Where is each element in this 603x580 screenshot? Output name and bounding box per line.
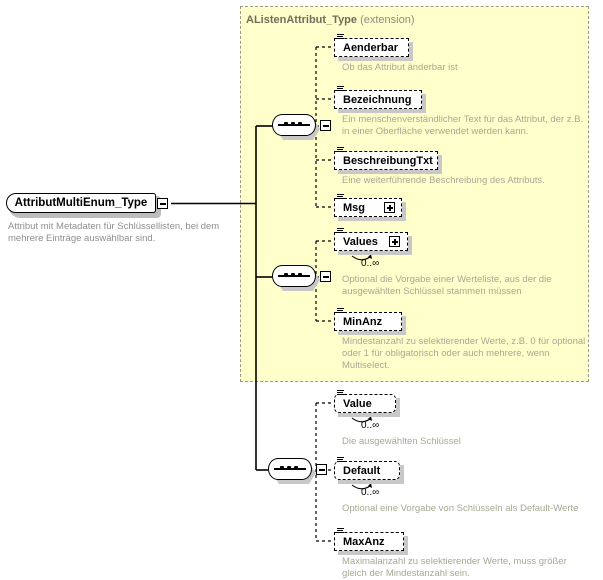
element-text-lines-icon [337, 308, 344, 315]
element-values-label: Values [343, 235, 378, 248]
element-minanz-body [334, 312, 402, 331]
element-maxanz-label: MaxAnz [343, 535, 385, 548]
sequence-compositor-1[interactable] [272, 114, 331, 140]
element-bezeichnung[interactable]: Bezeichnung [334, 86, 426, 113]
sequence-2-dot-3 [298, 272, 302, 277]
element-beschreibungtxt-body [334, 151, 438, 170]
element-text-lines-icon [337, 86, 344, 93]
extension-container [240, 6, 589, 382]
sequence-3-dot-3 [294, 465, 298, 470]
element-values-expand-toggle-plus-icon[interactable] [389, 236, 400, 247]
element-msg-label: Msg [343, 201, 365, 214]
extension-base-type-name: AListenAttribut_Type [246, 14, 358, 26]
element-minanz[interactable]: MinAnz [334, 308, 406, 335]
element-maxanz[interactable]: MaxAnz [334, 528, 408, 555]
element-minanz-label: MinAnz [343, 315, 383, 328]
element-msg[interactable]: Msg [334, 194, 406, 221]
sequence-2-collapse-toggle-minus-icon[interactable] [320, 271, 331, 282]
element-value-occurrence: 0..∞ [361, 420, 380, 431]
element-default-occurrence: 0..∞ [361, 487, 380, 498]
element-aenderbar-documentation: Ob das Attribut änderbar ist [342, 62, 458, 73]
root-element-label: AttributMultiEnum_Type [14, 197, 148, 209]
root-collapse-toggle-minus-icon[interactable] [157, 198, 168, 209]
element-value-documentation: Die ausgewählten Schlüssel [342, 436, 461, 447]
element-bezeichnung-documentation: Ein menschenverständlicher Text für das … [342, 114, 584, 137]
element-default-body [334, 461, 400, 480]
element-maxanz-documentation: Maximalanzahl zu selektierender Werte, m… [342, 556, 567, 579]
sequence-2-dot-2 [291, 272, 295, 277]
element-text-lines-icon [337, 147, 344, 154]
element-maxanz-body [334, 532, 404, 551]
element-values[interactable]: Values [334, 228, 412, 255]
element-aenderbar-body [334, 38, 409, 57]
root-element-attributmultienum-type[interactable]: AttributMultiEnum_Type [6, 193, 168, 218]
element-text-lines-icon [337, 528, 344, 535]
element-msg-expand-toggle-plus-icon[interactable] [384, 202, 395, 213]
sequence-2-dot-1 [284, 272, 288, 277]
element-bezeichnung-label: Bezeichnung [343, 93, 412, 106]
sequence-3-dot-1 [280, 465, 284, 470]
element-default[interactable]: Default [334, 457, 404, 484]
sequence-1-dot-1 [284, 121, 288, 126]
element-text-lines-icon [337, 390, 344, 397]
extension-base-type-label: AListenAttribut_Type (extension) [246, 14, 415, 26]
element-bezeichnung-body [334, 90, 422, 109]
root-element-body [6, 193, 156, 213]
element-value-label: Value [343, 397, 372, 410]
sequence-3-collapse-toggle-minus-icon[interactable] [316, 464, 327, 475]
element-value[interactable]: Value [334, 390, 400, 417]
element-beschreibungtxt-documentation: Eine weiterführende Beschreibung des Att… [342, 175, 545, 186]
element-default-documentation: Optional eine Vorgabe von Schlüsseln als… [342, 503, 579, 514]
extension-kind-label: (extension) [360, 14, 415, 26]
sequence-1-dot-3 [298, 121, 302, 126]
sequence-1-dot-2 [291, 121, 295, 126]
sequence-3-dot-2 [287, 465, 291, 470]
element-value-body [334, 394, 396, 413]
sequence-1-collapse-toggle-minus-icon[interactable] [320, 120, 331, 131]
sequence-compositor-2[interactable] [272, 265, 331, 291]
element-text-lines-icon [337, 194, 344, 201]
element-text-lines-icon [337, 457, 344, 464]
element-minanz-documentation: Mindestanzahl zu selektierender Werte, z… [342, 336, 586, 371]
sequence-compositor-3[interactable] [268, 458, 327, 484]
element-text-lines-icon [337, 34, 344, 41]
element-default-label: Default [343, 464, 381, 477]
element-aenderbar[interactable]: Aenderbar [334, 34, 413, 61]
element-values-occurrence: 0..∞ [361, 258, 380, 269]
element-text-lines-icon [337, 228, 344, 235]
element-values-documentation: Optional die Vorgabe einer Werteliste, a… [342, 274, 552, 297]
element-aenderbar-label: Aenderbar [343, 41, 399, 54]
root-element-documentation: Attribut mit Metadaten für Schlüssellist… [8, 221, 220, 244]
element-beschreibungtxt-label: BeschreibungTxt [343, 154, 433, 167]
element-beschreibungtxt[interactable]: BeschreibungTxt [334, 147, 442, 174]
